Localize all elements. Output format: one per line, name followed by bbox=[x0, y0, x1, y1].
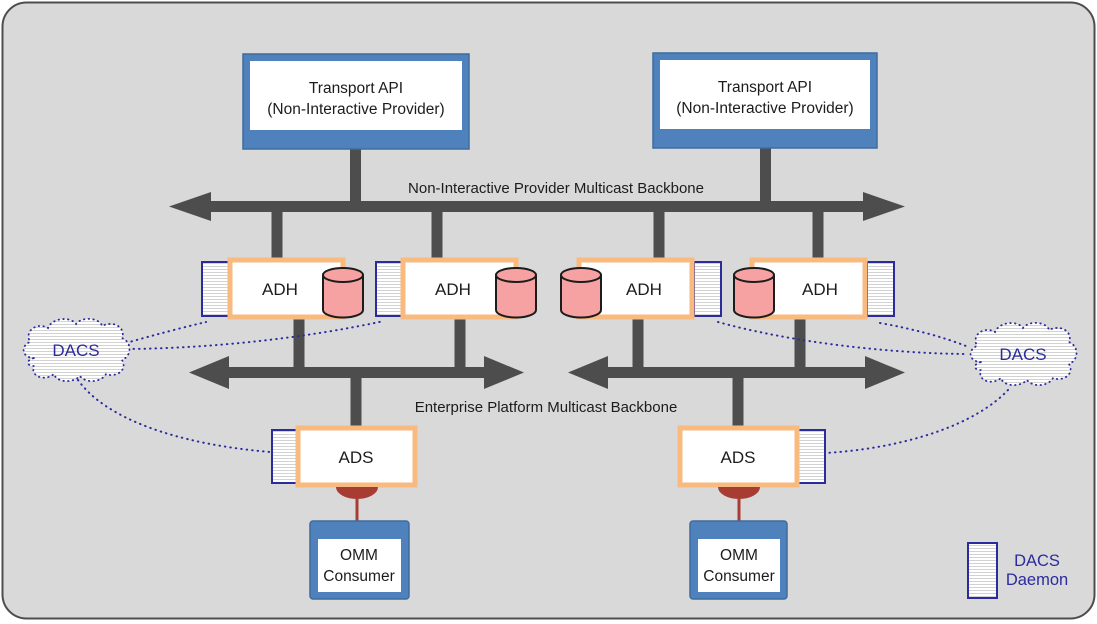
omm-panel bbox=[698, 539, 780, 592]
omm-label-line1: OMM bbox=[720, 547, 758, 564]
ads-label: ADS bbox=[721, 448, 756, 467]
legend-daemon-swatch bbox=[967, 542, 998, 599]
transport-api-box-left: Transport API (Non-Interactive Provider) bbox=[242, 53, 470, 150]
ads-port-semicircle bbox=[336, 487, 378, 499]
legend-dacs-daemon: DACS Daemon bbox=[967, 542, 1068, 599]
adh-label: ADH bbox=[802, 280, 838, 299]
omm-label-line1: OMM bbox=[340, 547, 378, 564]
transport-api-panel bbox=[250, 61, 462, 130]
ads-box bbox=[677, 425, 800, 488]
cache-cylinder-icon bbox=[560, 267, 602, 319]
legend-label-line2: Daemon bbox=[1006, 571, 1068, 589]
cache-cylinder-icon bbox=[733, 267, 775, 319]
ads-label: ADS bbox=[339, 448, 374, 467]
ads-box bbox=[295, 425, 418, 488]
transport-api-label-line2: (Non-Interactive Provider) bbox=[676, 100, 853, 117]
enterprise-left-shaft bbox=[225, 367, 488, 378]
connector bbox=[732, 373, 744, 430]
enterprise-backbone-label: Enterprise Platform Multicast Backbone bbox=[415, 399, 678, 416]
transport-api-label-line2: (Non-Interactive Provider) bbox=[267, 101, 444, 118]
dacs-cloud-left: DACS bbox=[22, 318, 131, 382]
dacs-cloud-label: DACS bbox=[999, 345, 1046, 364]
omm-consumer-box-right: OMM Consumer bbox=[689, 520, 788, 600]
dacs-daemon-icon bbox=[797, 429, 826, 484]
ads-node-left: ADS bbox=[271, 425, 418, 521]
gray-connectors bbox=[271, 147, 824, 430]
arrowhead-right-icon bbox=[863, 192, 905, 221]
arrowhead-right-icon bbox=[484, 356, 524, 389]
top-backbone-label: Non-Interactive Provider Multicast Backb… bbox=[408, 180, 704, 197]
connector bbox=[293, 315, 305, 373]
transport-api-label-line1: Transport API bbox=[309, 80, 403, 97]
omm-label-line2: Consumer bbox=[323, 568, 395, 585]
adh-node-3: ADH bbox=[560, 257, 722, 320]
omm-panel bbox=[318, 539, 401, 592]
transport-api-label-line1: Transport API bbox=[718, 79, 812, 96]
top-backbone-arrow bbox=[169, 192, 905, 221]
dacs-cloud-right: DACS bbox=[969, 322, 1078, 386]
cache-cylinder-icon bbox=[322, 267, 364, 319]
transport-api-box-right: Transport API (Non-Interactive Provider) bbox=[652, 52, 878, 149]
arrowhead-right-icon bbox=[865, 356, 905, 389]
connector bbox=[431, 206, 443, 262]
ads-port-semicircle bbox=[718, 487, 760, 499]
transport-api-panel bbox=[660, 60, 870, 129]
dacs-daemon-icon bbox=[693, 261, 722, 317]
enterprise-backbone-right-arrow bbox=[568, 356, 905, 389]
connector bbox=[632, 315, 644, 373]
arrowhead-left-icon bbox=[169, 192, 211, 221]
connector bbox=[653, 206, 665, 262]
connector bbox=[760, 147, 771, 205]
adh-node-2: ADH bbox=[375, 257, 537, 320]
cache-cylinder-icon bbox=[495, 267, 537, 319]
connector bbox=[350, 147, 361, 205]
dacs-link-cloud-left-ads bbox=[77, 379, 271, 453]
enterprise-backbone-left-arrow bbox=[189, 356, 524, 389]
adh-node-4: ADH bbox=[733, 257, 895, 320]
omm-consumer-box-left: OMM Consumer bbox=[309, 520, 410, 600]
connector bbox=[794, 315, 806, 373]
dacs-daemon-icon bbox=[201, 261, 230, 317]
ads-node-right: ADS bbox=[677, 425, 826, 521]
arrowhead-left-icon bbox=[189, 356, 229, 389]
adh-label: ADH bbox=[435, 280, 471, 299]
omm-label-line2: Consumer bbox=[703, 568, 775, 585]
dacs-cloud-label: DACS bbox=[52, 341, 99, 360]
connector bbox=[812, 206, 824, 262]
connector bbox=[350, 373, 362, 430]
dacs-daemon-icon bbox=[866, 261, 895, 317]
adh-node-1: ADH bbox=[201, 257, 364, 320]
dacs-links bbox=[77, 320, 1009, 454]
dacs-link-cloud-right-adh3 bbox=[717, 321, 965, 355]
adh-label: ADH bbox=[626, 280, 662, 299]
adh-label: ADH bbox=[262, 280, 298, 299]
adh-box bbox=[576, 257, 695, 320]
dacs-daemon-icon bbox=[375, 261, 404, 317]
top-backbone-shaft bbox=[209, 201, 865, 212]
connector bbox=[271, 206, 283, 262]
legend-label-line1: DACS bbox=[1014, 552, 1060, 570]
connector bbox=[454, 315, 466, 373]
dacs-daemon-icon bbox=[271, 429, 300, 484]
enterprise-right-shaft bbox=[604, 367, 869, 378]
arrowhead-left-icon bbox=[568, 356, 608, 389]
